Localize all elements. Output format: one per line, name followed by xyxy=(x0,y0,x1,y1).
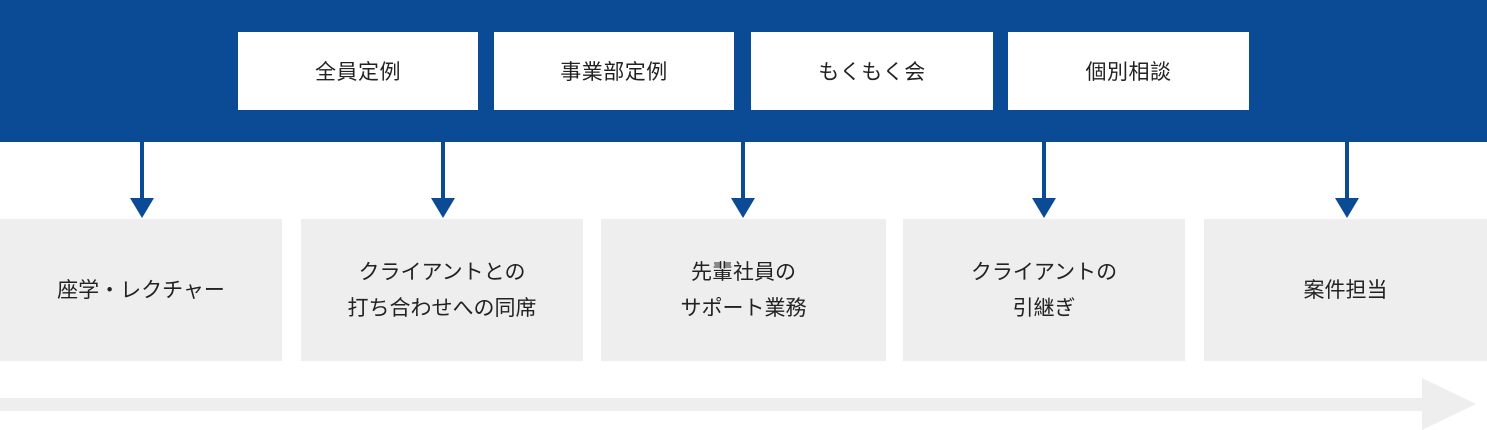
down-arrow-icon xyxy=(1032,198,1056,218)
tag-mokumoku: もくもく会 xyxy=(751,32,993,110)
down-arrow-icon xyxy=(431,198,455,218)
step-text: サポート業務 xyxy=(680,296,807,320)
step-client-handover: クライアントの 引継ぎ xyxy=(903,219,1185,361)
step-lecture: 座学・レクチャー xyxy=(0,219,282,361)
down-arrow-icon xyxy=(1335,198,1359,218)
step-text: 案件担当 xyxy=(1303,278,1388,302)
down-arrow-2-stem xyxy=(441,142,445,200)
timeline-head xyxy=(1422,378,1476,430)
tag-division-meeting: 事業部定例 xyxy=(494,32,734,110)
step-project-lead: 案件担当 xyxy=(1204,219,1487,361)
down-arrow-3-stem xyxy=(741,142,745,200)
down-arrow-icon xyxy=(130,198,154,218)
tag-label: 全員定例 xyxy=(315,60,401,84)
timeline-arrow-icon xyxy=(0,378,1476,430)
step-text: 引継ぎ xyxy=(1012,296,1076,320)
step-text: 打ち合わせへの同席 xyxy=(347,296,537,320)
down-arrow-4-stem xyxy=(1042,142,1046,200)
down-arrow-1-stem xyxy=(140,142,144,200)
tag-consultation: 個別相談 xyxy=(1008,32,1249,110)
step-text: 座学・レクチャー xyxy=(57,278,225,302)
tag-label: もくもく会 xyxy=(818,60,926,84)
tag-all-hands: 全員定例 xyxy=(238,32,478,110)
step-client-meeting: クライアントとの 打ち合わせへの同席 xyxy=(301,219,583,361)
tag-label: 事業部定例 xyxy=(560,60,668,84)
step-text: 先輩社員の xyxy=(691,260,796,284)
step-text: クライアントの xyxy=(970,260,1118,284)
timeline-shaft xyxy=(0,398,1425,411)
step-senior-support: 先輩社員の サポート業務 xyxy=(601,219,886,361)
tag-label: 個別相談 xyxy=(1085,60,1172,84)
step-text: クライアントとの xyxy=(358,260,526,284)
down-arrow-icon xyxy=(731,198,755,218)
down-arrow-5-stem xyxy=(1345,142,1349,200)
header-band: 全員定例 事業部定例 もくもく会 個別相談 xyxy=(0,0,1487,142)
